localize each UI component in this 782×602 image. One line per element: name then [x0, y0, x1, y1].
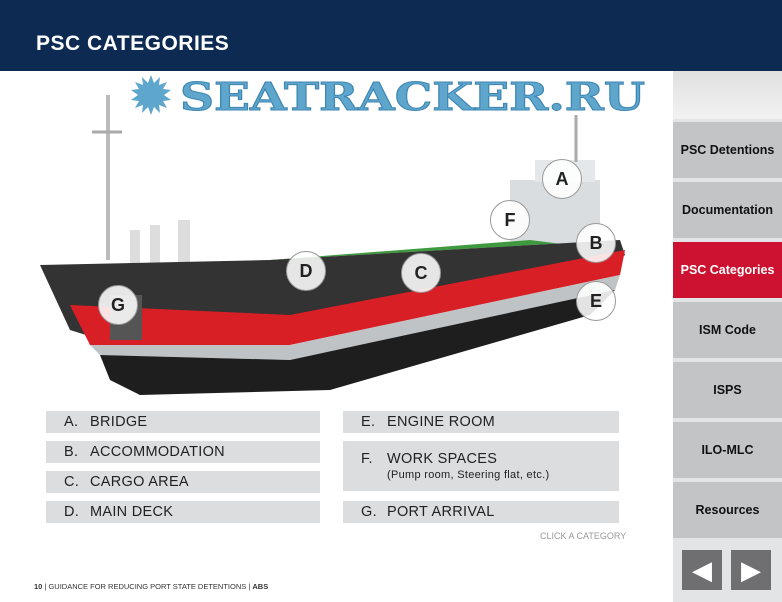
- legend-letter: D.: [64, 504, 80, 520]
- sidebar-item-psc-categories[interactable]: PSC Categories: [673, 242, 782, 298]
- sidebar: PSC Detentions Documentation PSC Categor…: [673, 71, 782, 602]
- legend-bridge[interactable]: A. BRIDGE: [46, 411, 320, 433]
- legend-sublabel: (Pump room, Steering flat, etc.): [387, 469, 550, 481]
- legend-main-deck[interactable]: D. MAIN DECK: [46, 501, 320, 523]
- sidebar-item-ilo-mlc[interactable]: ILO-MLC: [673, 422, 782, 478]
- marker-g[interactable]: G: [98, 285, 138, 325]
- legend-letter: A.: [64, 414, 79, 430]
- marker-d[interactable]: D: [286, 251, 326, 291]
- click-hint: CLICK A CATEGORY: [540, 531, 627, 541]
- marker-e[interactable]: E: [576, 281, 616, 321]
- legend-letter: E.: [361, 414, 376, 430]
- sidebar-item-documentation[interactable]: Documentation: [673, 182, 782, 238]
- sidebar-item-resources[interactable]: Resources: [673, 482, 782, 538]
- legend-label: ACCOMMODATION: [90, 444, 225, 460]
- ship-illustration: [40, 95, 625, 395]
- legend-label: WORK SPACES: [387, 451, 498, 467]
- legend-letter: F.: [361, 451, 373, 467]
- marker-f[interactable]: F: [490, 200, 530, 240]
- footer-brand: ABS: [252, 582, 269, 591]
- header: PSC CATEGORIES: [0, 0, 782, 71]
- prev-page-button[interactable]: ◀: [682, 550, 722, 590]
- next-page-button[interactable]: ▶: [731, 550, 771, 590]
- marker-c[interactable]: C: [401, 253, 441, 293]
- legend-label: CARGO AREA: [90, 474, 189, 490]
- sidebar-item-psc-detentions[interactable]: PSC Detentions: [673, 122, 782, 178]
- legend-letter: C.: [64, 474, 80, 490]
- sidebar-item-isps[interactable]: ISPS: [673, 362, 782, 418]
- legend-label: ENGINE ROOM: [387, 414, 496, 430]
- page-number: 10: [34, 582, 43, 591]
- marker-b[interactable]: B: [576, 223, 616, 263]
- legend-cargo-area[interactable]: C. CARGO AREA: [46, 471, 320, 493]
- legend-letter: G.: [361, 504, 377, 520]
- legend-port-arrival[interactable]: G. PORT ARRIVAL: [343, 501, 619, 523]
- legend-accommodation[interactable]: B. ACCOMMODATION: [46, 441, 320, 463]
- page-title: PSC CATEGORIES: [36, 32, 230, 55]
- sidebar-item-ism-code[interactable]: ISM Code: [673, 302, 782, 358]
- legend-label: PORT ARRIVAL: [387, 504, 495, 520]
- footer: 10 | GUIDANCE FOR REDUCING PORT STATE DE…: [34, 582, 269, 591]
- footer-text: GUIDANCE FOR REDUCING PORT STATE DETENTI…: [48, 582, 247, 591]
- marker-a[interactable]: A: [542, 159, 582, 199]
- legend-label: BRIDGE: [90, 414, 148, 430]
- sidebar-top: [673, 71, 782, 119]
- legend-letter: B.: [64, 444, 79, 460]
- legend-label: MAIN DECK: [90, 504, 174, 520]
- legend-engine-room[interactable]: E. ENGINE ROOM: [343, 411, 619, 433]
- legend-work-spaces[interactable]: F. WORK SPACES (Pump room, Steering flat, …: [343, 441, 619, 491]
